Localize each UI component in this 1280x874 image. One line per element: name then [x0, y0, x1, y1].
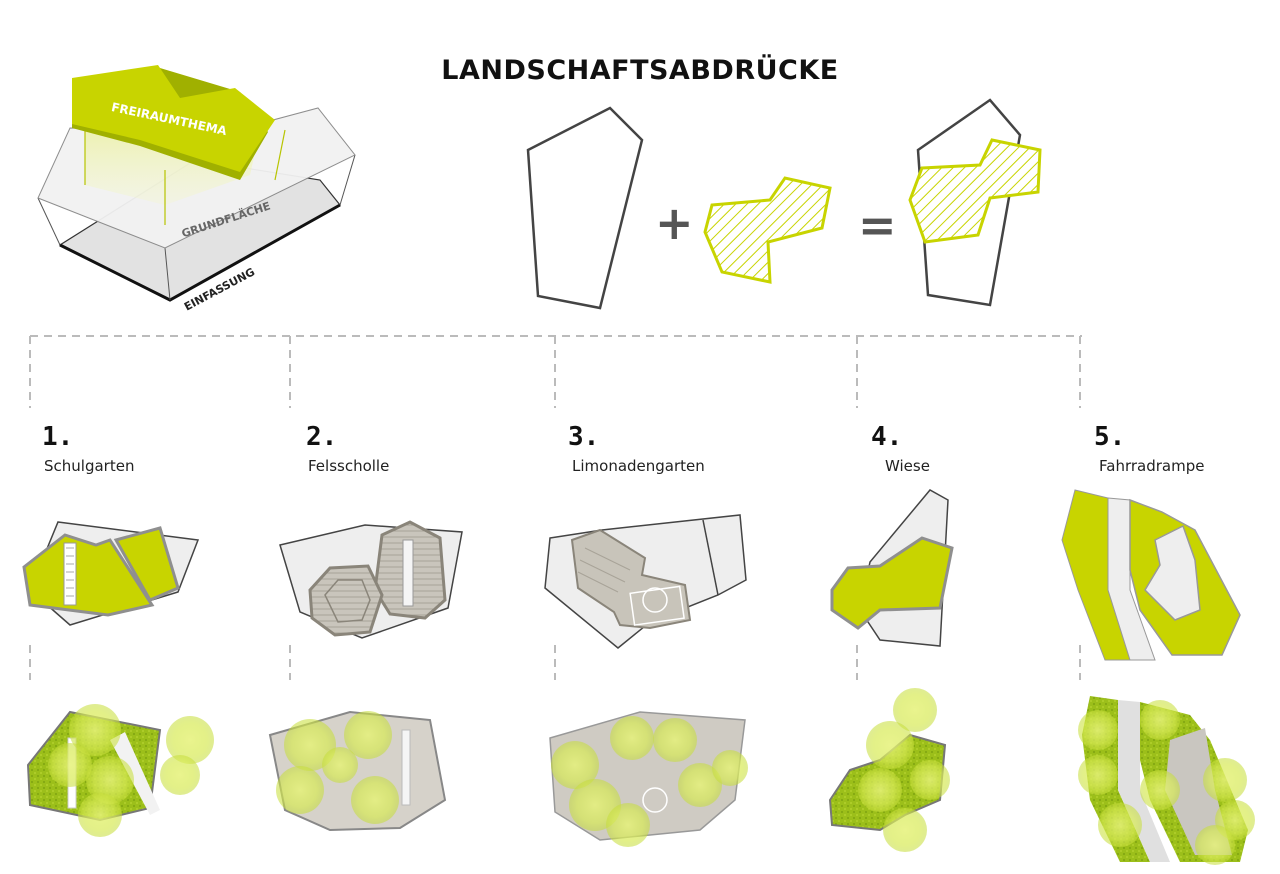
- plan-fahrradrampe: [1061, 489, 1241, 661]
- tree-canopies: [48, 688, 1255, 865]
- item-number-4: 4.: [871, 422, 903, 452]
- item-number-3: 3.: [568, 422, 600, 452]
- item-name-2: Felsscholle: [308, 457, 390, 475]
- plus-symbol: +: [655, 196, 694, 250]
- equals-symbol: =: [858, 198, 897, 252]
- item-name-1: Schulgarten: [44, 457, 135, 475]
- item-number-2: 2.: [306, 422, 338, 452]
- outline-shape: [526, 106, 644, 310]
- result-hatched: [908, 138, 1042, 244]
- layer-diagram: [37, 65, 356, 302]
- item-number-5: 5.: [1094, 422, 1126, 452]
- item-name-5: Fahrradrampe: [1099, 457, 1205, 475]
- plan-felsscholle: [279, 520, 463, 639]
- theme-plate: [72, 65, 275, 172]
- connector-lines: [29, 335, 1082, 680]
- item-name-3: Limonadengarten: [572, 457, 705, 475]
- hatched-shape: [703, 176, 832, 284]
- equation: [526, 98, 1042, 310]
- item-name-4: Wiese: [885, 457, 930, 475]
- plan-schulgarten: [22, 521, 200, 626]
- plan-limonadengarten: [544, 514, 747, 649]
- page-title: LANDSCHAFTSABDRÜCKE: [441, 55, 839, 86]
- item-number-1: 1.: [42, 422, 74, 452]
- plan-wiese: [830, 489, 954, 647]
